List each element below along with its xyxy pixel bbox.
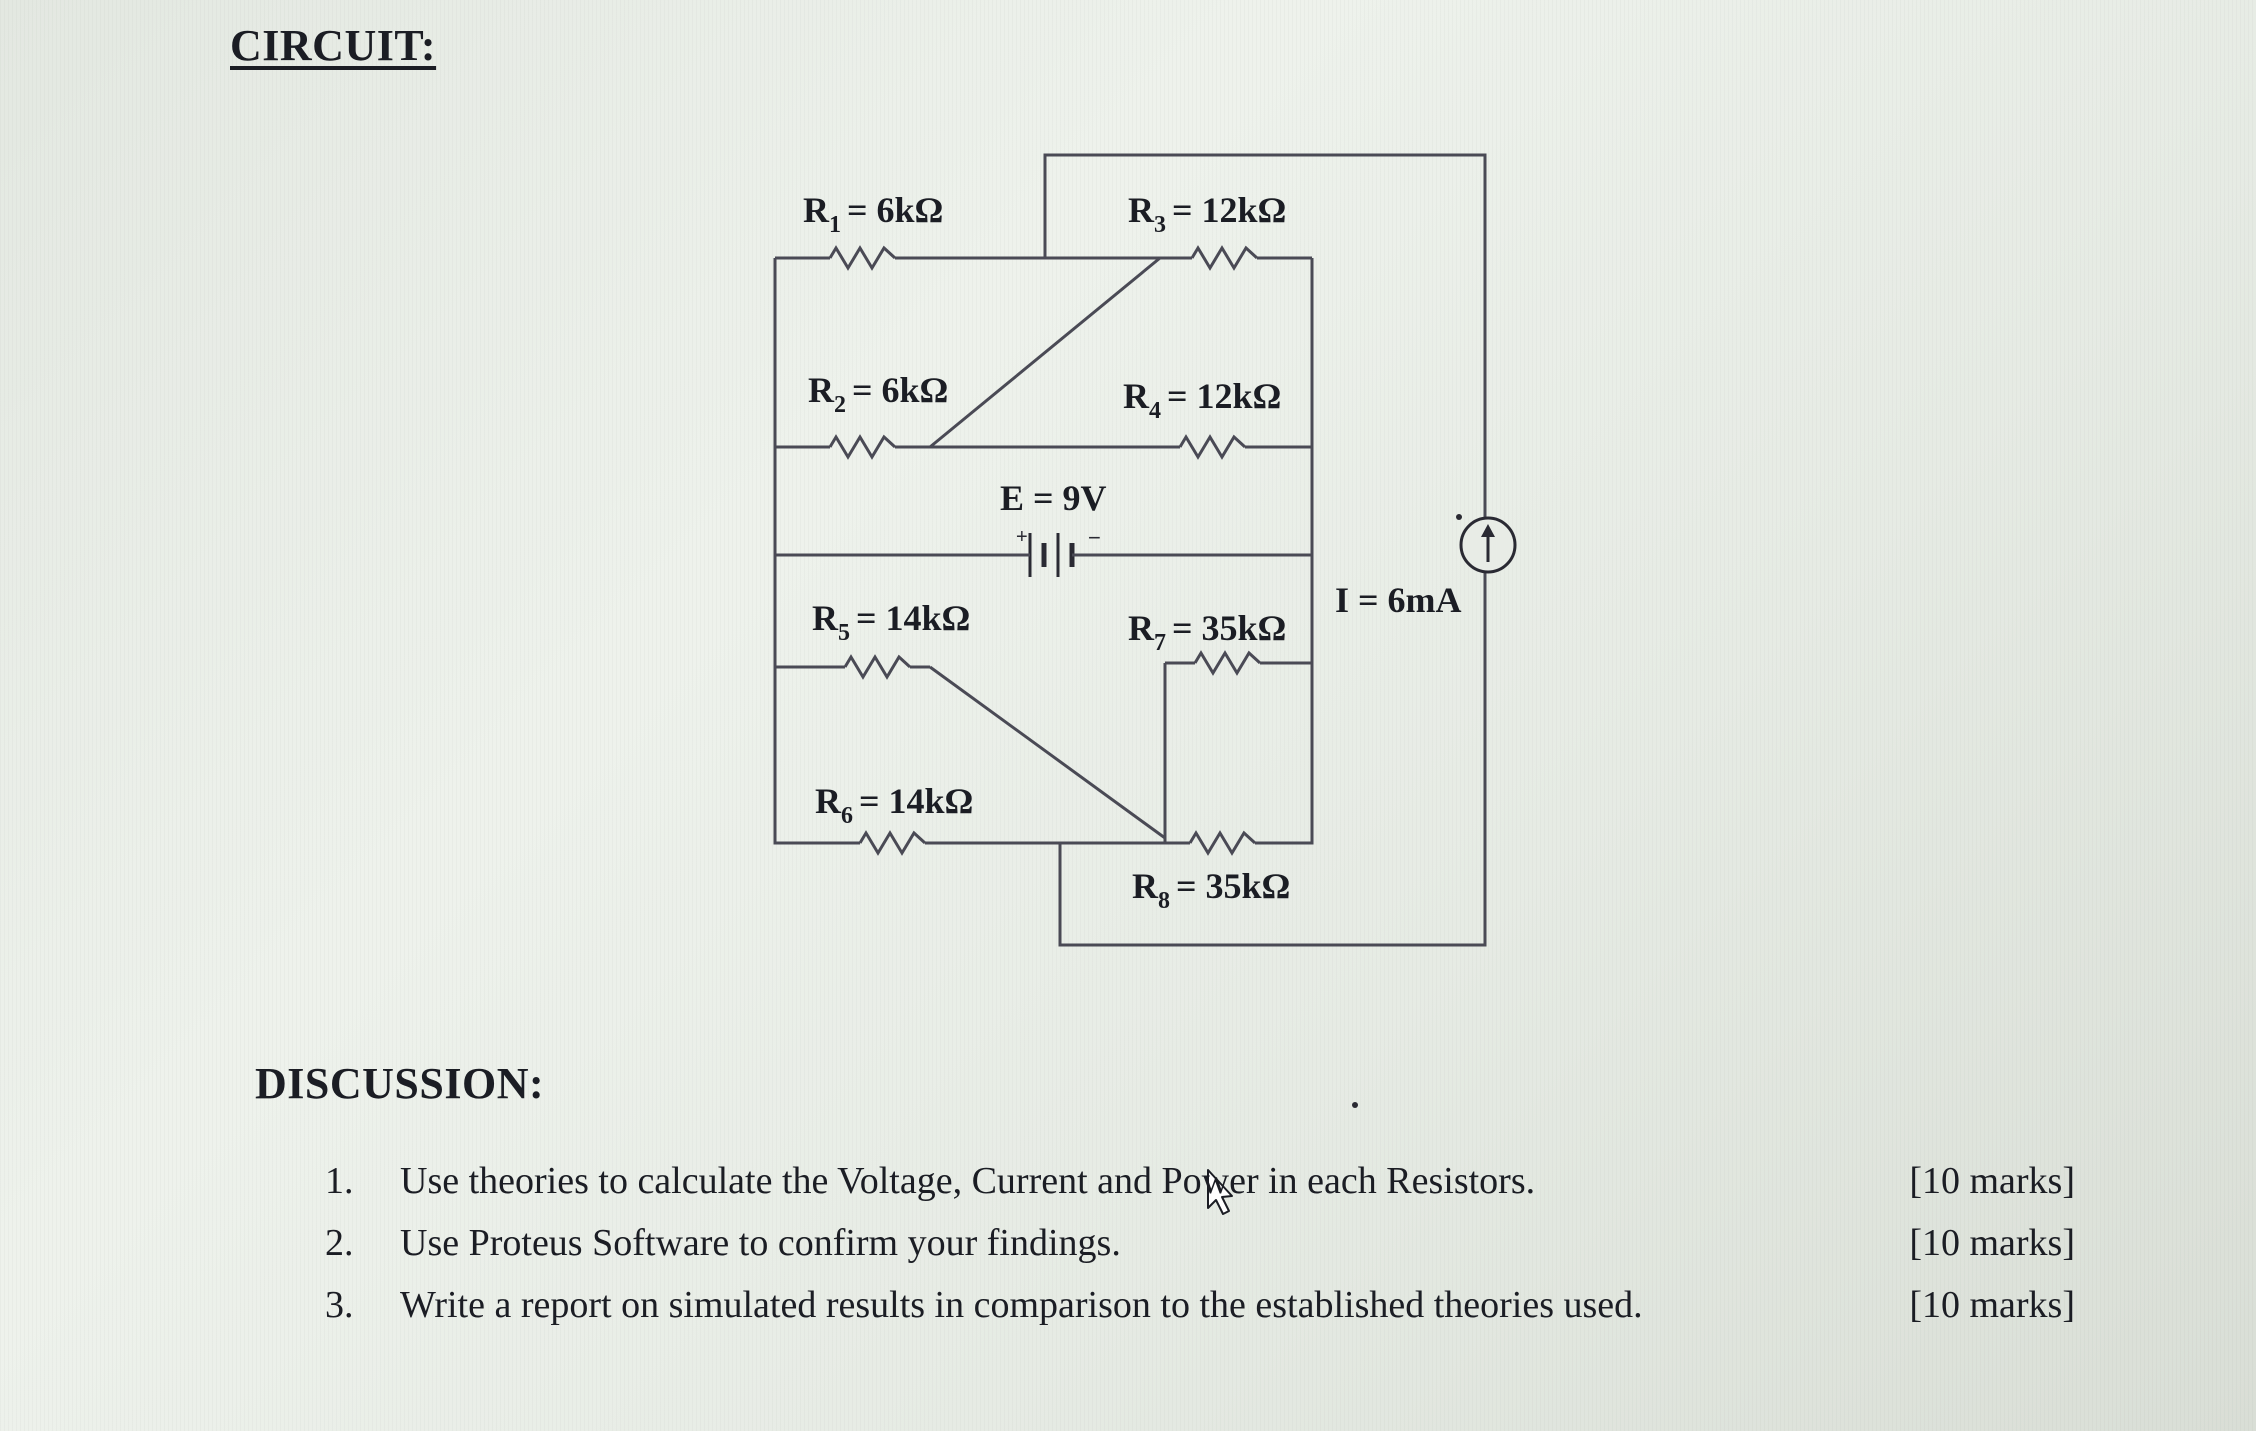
question-text: Write a report on simulated results in c… <box>400 1284 1643 1326</box>
r7-label: R7= 35kΩ <box>1128 608 1286 656</box>
question-number: 2. <box>325 1222 354 1264</box>
left-outer-wire <box>773 258 860 845</box>
r8-label: R8= 35kΩ <box>1132 866 1290 914</box>
resistor-r5-symbol <box>843 654 912 680</box>
question-text: Use theories to calculate the Voltage, C… <box>400 1160 1536 1202</box>
question-marks: [10 marks] <box>1909 1222 2075 1264</box>
discussion-heading: DISCUSSION: <box>255 1059 545 1108</box>
resistor-r2-symbol <box>828 434 897 460</box>
battery-label: E = 9V <box>1000 478 1107 518</box>
question-item: 2. Use Proteus Software to confirm your … <box>325 1212 2075 1274</box>
right-inner-wire <box>1255 258 1314 845</box>
r2-label: R2= 6kΩ <box>808 370 948 418</box>
r4-label: R4= 12kΩ <box>1123 376 1281 424</box>
mouse-cursor-icon <box>1207 1169 1233 1215</box>
battery-symbol: + − <box>1010 525 1101 577</box>
r1-label: R1= 6kΩ <box>803 190 943 238</box>
resistor-r6-symbol <box>858 830 927 856</box>
question-list: 1. Use theories to calculate the Voltage… <box>325 1150 2075 1336</box>
question-marks: [10 marks] <box>1909 1284 2075 1326</box>
question-number: 1. <box>325 1160 354 1202</box>
r5-label: R5= 14kΩ <box>812 598 970 646</box>
resistor-r1-symbol <box>828 245 897 271</box>
resistor-r3-symbol <box>1190 245 1259 271</box>
resistor-r4-symbol <box>1178 434 1247 460</box>
question-text: Use Proteus Software to confirm your fin… <box>400 1222 1121 1264</box>
r6-label: R6= 14kΩ <box>815 781 973 829</box>
current-source-symbol <box>1456 514 1517 574</box>
stray-dot <box>1352 1102 1358 1108</box>
circuit-wires <box>773 153 1487 947</box>
resistor-r8-symbol <box>1188 830 1257 856</box>
question-item: 3. Write a report on simulated results i… <box>325 1274 2075 1336</box>
svg-text:−: − <box>1088 525 1101 550</box>
current-source-loop <box>1043 153 1487 947</box>
diagonal-wire-top <box>929 256 1161 449</box>
r3-label: R3= 12kΩ <box>1128 190 1286 238</box>
question-item: 1. Use theories to calculate the Voltage… <box>325 1150 2075 1212</box>
circuit-heading: CIRCUIT: <box>230 21 437 70</box>
current-source-label: I = 6mA <box>1335 580 1462 620</box>
diagonal-wire-bottom <box>929 665 1166 840</box>
resistor-r7-symbol <box>1193 650 1262 676</box>
question-marks: [10 marks] <box>1909 1160 2075 1202</box>
svg-text:+: + <box>1016 526 1028 548</box>
question-number: 3. <box>325 1284 354 1326</box>
